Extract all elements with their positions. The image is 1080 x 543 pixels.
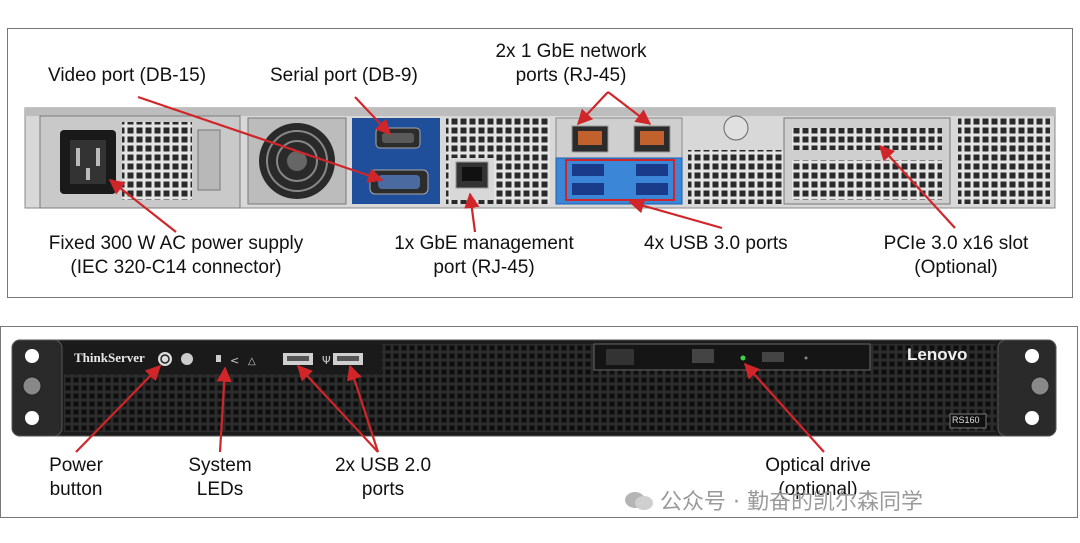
- arrow-network-port-2: [607, 91, 652, 125]
- optical-drive-bay: [593, 343, 871, 371]
- optical-drive-led: [740, 355, 746, 361]
- power-button-icon: [158, 352, 172, 366]
- label-power-line1: Fixed 300 W AC power supply: [48, 233, 304, 254]
- left-rack-ear: [11, 339, 63, 437]
- network-port-2-rj45: [633, 125, 671, 153]
- video-port-db15: [369, 169, 429, 195]
- label-pcie-slot: PCIe 3.0 x16 slot (Optional): [870, 232, 1042, 280]
- label-video-port: Video port (DB-15): [48, 64, 206, 88]
- right-rack-ear: [997, 339, 1057, 437]
- label-serial-port-text: Serial port (DB-9): [270, 65, 418, 86]
- usb3-port: [636, 164, 668, 176]
- video-serial-bracket: [352, 118, 440, 204]
- label-management-port: 1x GbE management port (RJ-45): [380, 232, 588, 280]
- arrow-pcie-slot: [878, 144, 956, 229]
- label-network-line1: 2x 1 GbE network: [495, 41, 647, 62]
- label-serial-port: Serial port (DB-9): [270, 64, 418, 88]
- network-port-1-rj45: [571, 125, 609, 153]
- usb3-port: [636, 183, 668, 195]
- label-mgmt-line1: 1x GbE management: [394, 233, 574, 254]
- fan-grille: [247, 117, 347, 205]
- arrow-power-button: [75, 364, 162, 453]
- watermark-text: 公众号 · 勤奋的凯尔森同学: [660, 490, 923, 515]
- watermark: 公众号 · 勤奋的凯尔森同学: [624, 484, 923, 516]
- wechat-icon: [624, 490, 654, 512]
- label-usb2-line2: ports: [361, 479, 405, 500]
- label-pcie-line1: PCIe 3.0 x16 slot: [883, 233, 1029, 254]
- arrow-usb2-port-1: [296, 364, 379, 453]
- system-led: [216, 355, 221, 362]
- label-leds-line1: System: [188, 455, 252, 476]
- usb2-port: [333, 353, 363, 365]
- thinkserver-brand: ThinkServer: [74, 350, 145, 365]
- label-usb3-text: 4x USB 3.0 ports: [644, 233, 788, 254]
- iec-c14-connector: [60, 130, 116, 194]
- power-supply: [39, 115, 241, 209]
- label-optical-line2: (optional): [778, 479, 858, 500]
- optical-eject-button: [762, 352, 784, 362]
- warning-led-icon: △: [248, 356, 256, 367]
- label-system-leds: System LEDs: [178, 454, 262, 502]
- network-usb-block: [555, 117, 683, 205]
- thumbscrew: [723, 115, 749, 141]
- label-power-button: Power button: [38, 454, 114, 502]
- arrow-optical-drive: [743, 362, 825, 453]
- label-power-button-line2: button: [49, 479, 103, 500]
- label-power-supply: Fixed 300 W AC power supply (IEC 320-C14…: [26, 232, 326, 280]
- label-power-line2: (IEC 320-C14 connector): [70, 257, 282, 278]
- usb-icon: Ψ: [322, 354, 331, 367]
- arrow-power-supply: [108, 179, 177, 233]
- label-mgmt-line2: port (RJ-45): [433, 257, 535, 278]
- lenovo-logo: Lenovo: [907, 345, 968, 364]
- arrow-system-leds: [216, 366, 232, 453]
- network-led-icon: <: [230, 354, 239, 367]
- label-optical-line1: Optical drive: [765, 455, 871, 476]
- label-usb2-ports: 2x USB 2.0 ports: [322, 454, 444, 502]
- front-chassis: < △ Ψ: [11, 339, 1057, 437]
- arrow-video-port: [137, 95, 384, 183]
- management-area: [446, 118, 550, 204]
- arrow-usb2-port-2: [346, 364, 380, 453]
- pcie-slot: [783, 117, 951, 205]
- usb2-port: [283, 353, 313, 365]
- label-pcie-line2: (Optional): [914, 257, 998, 278]
- arrow-network-port-1: [576, 91, 609, 126]
- label-video-port-text: Video port (DB-15): [48, 65, 207, 86]
- label-usb2-line1: 2x USB 2.0: [334, 455, 432, 476]
- model-label: RS160: [952, 415, 980, 425]
- id-button-icon: [181, 353, 193, 365]
- arrow-serial-port: [354, 96, 392, 136]
- arrow-management-port: [464, 192, 480, 233]
- usb3-port: [572, 183, 604, 195]
- usb3-port: [572, 164, 604, 176]
- label-leds-line2: LEDs: [196, 479, 244, 500]
- label-network-ports: 2x 1 GbE network ports (RJ-45): [480, 40, 662, 88]
- label-network-line2: ports (RJ-45): [515, 65, 627, 86]
- rear-callout-arrows: [108, 91, 956, 233]
- serial-port-db9: [375, 127, 421, 149]
- label-optical-drive: Optical drive (optional): [752, 454, 884, 502]
- label-usb3-ports: 4x USB 3.0 ports: [644, 232, 788, 256]
- front-callout-arrows: [75, 362, 825, 453]
- management-port-rj45: [455, 161, 489, 189]
- front-panel-figure: [0, 326, 1078, 518]
- arrow-usb3-ports: [628, 198, 723, 230]
- label-power-button-line1: Power: [49, 455, 103, 476]
